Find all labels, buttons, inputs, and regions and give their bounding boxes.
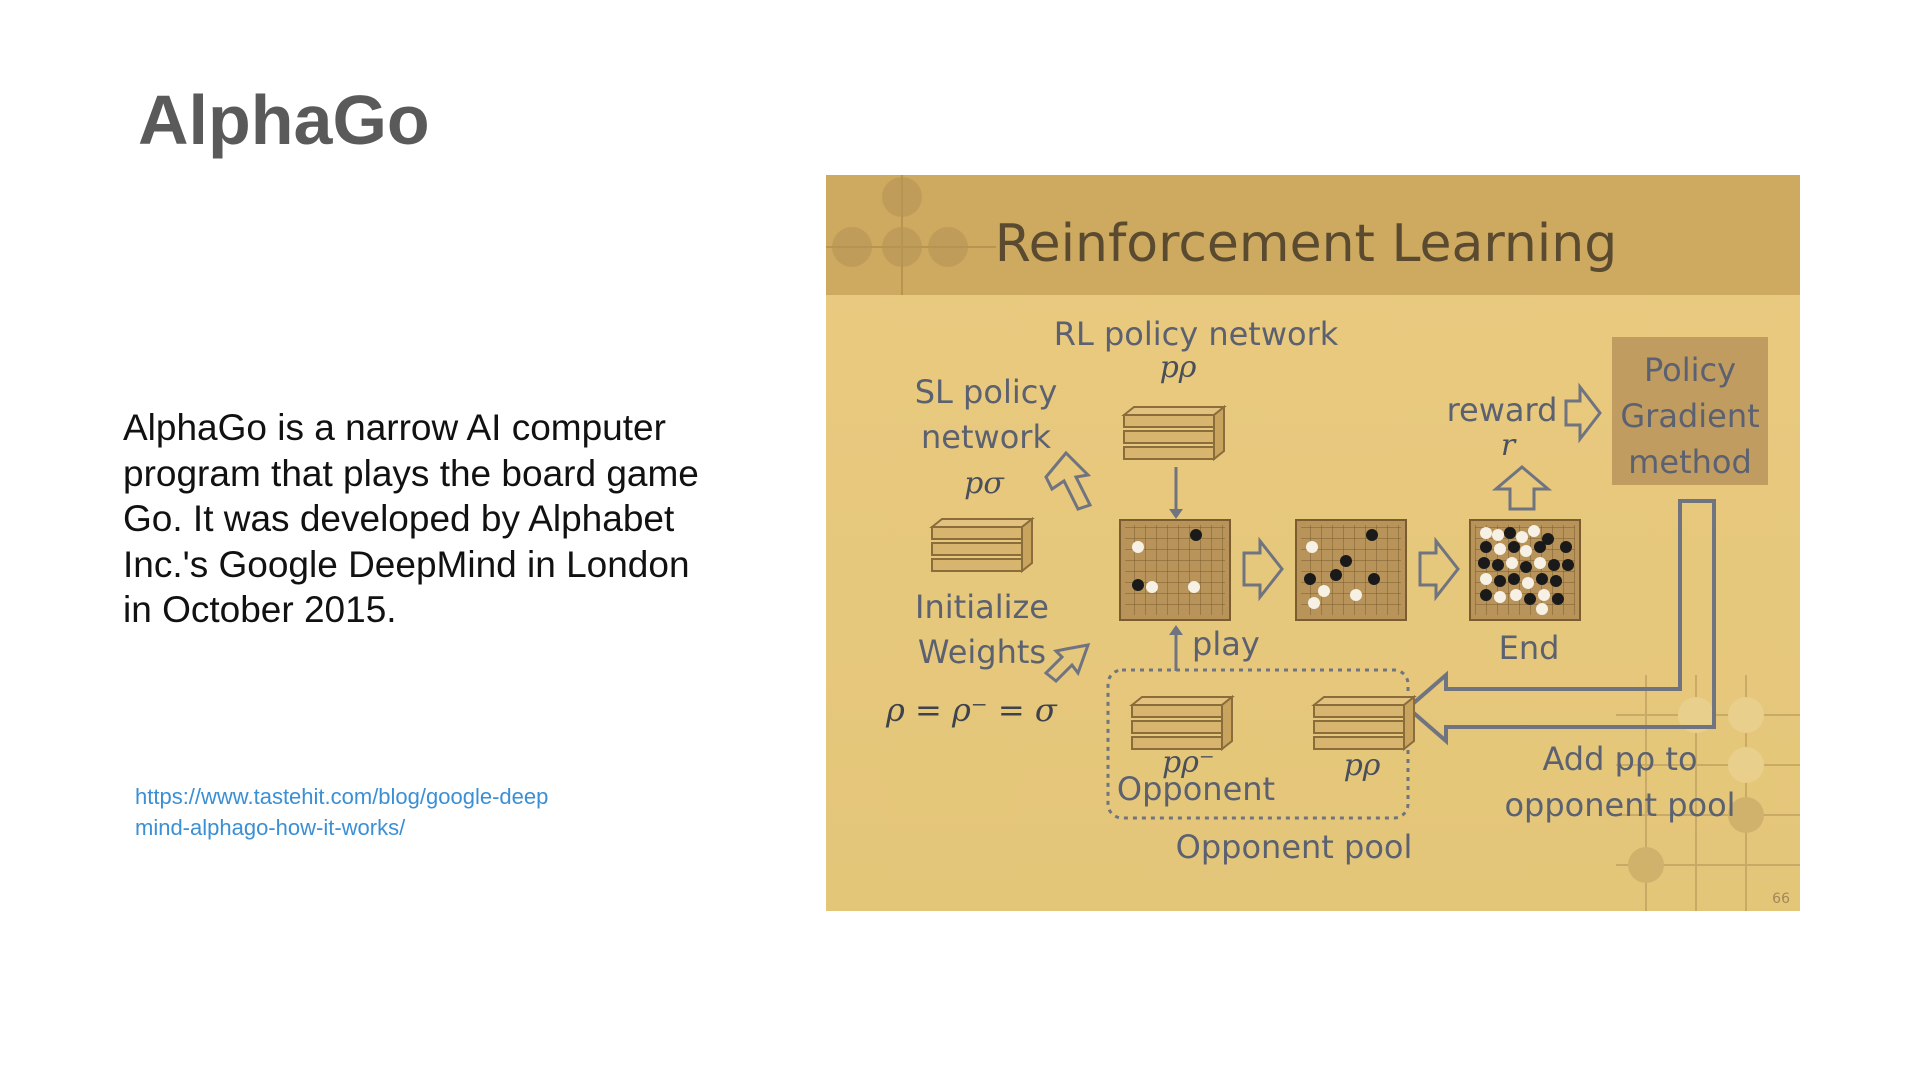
policy-gradient-box: [1612, 337, 1768, 485]
rl-diagram: Reinforcement Learning RL policy network…: [826, 175, 1800, 911]
decorative-stones-icon: [826, 175, 996, 295]
figure-header-band: [826, 175, 1800, 295]
opponent-symbol: pρ⁻: [1162, 745, 1215, 780]
figure-header: Reinforcement Learning: [995, 214, 1617, 274]
go-board-end: [1469, 519, 1581, 621]
play-label: play: [1192, 625, 1260, 663]
init-weights-line2: Weights: [918, 633, 1046, 671]
sl-policy-symbol: pσ: [964, 466, 1005, 501]
opponent-pool-label: Opponent pool: [1176, 828, 1413, 866]
opponent-stack-icon: [1131, 696, 1233, 750]
add-to-pool-line2: opponent pool: [1504, 786, 1735, 824]
init-weights-line1: Initialize: [915, 588, 1049, 626]
decorative-grid-icon: [1616, 675, 1800, 911]
rl-policy-label: RL policy network: [1054, 315, 1339, 353]
sl-to-rl-arrow-icon: [1044, 450, 1093, 511]
rl-policy-symbol: pρ: [1160, 350, 1197, 385]
pool-member-stack-icon: [1313, 696, 1415, 750]
weight-equation: ρ = ρ⁻ = σ: [885, 691, 1058, 729]
opponent-label: Opponent: [1117, 770, 1275, 808]
source-link[interactable]: https://www.tastehit.com/blog/google-dee…: [135, 784, 549, 840]
update-arrow-icon: [1404, 499, 1716, 746]
policy-gradient-line1: Policy: [1644, 351, 1736, 389]
reward-right-arrow-icon: [1564, 382, 1602, 444]
go-board-mid: [1295, 519, 1407, 621]
init-arrow-icon: [1043, 643, 1091, 684]
policy-gradient-line2: Gradient: [1620, 397, 1759, 435]
right-arrow-icon: [1242, 536, 1284, 602]
reward-up-arrow-icon: [1491, 465, 1553, 511]
body-paragraph: AlphaGo is a narrow AI computer program …: [123, 407, 699, 630]
add-to-pool-line1: Add pρ to: [1542, 740, 1697, 778]
pool-member-symbol: pρ: [1344, 748, 1381, 783]
sl-network-stack-icon: [931, 518, 1033, 572]
right-arrow-icon-2: [1418, 536, 1460, 602]
reward-symbol: r: [1501, 428, 1517, 463]
reward-label: reward: [1447, 391, 1558, 429]
rl-network-stack-icon: [1123, 406, 1225, 460]
page-number: 66: [1772, 891, 1790, 907]
sl-policy-label-line2: network: [921, 418, 1051, 456]
end-label: End: [1499, 629, 1560, 667]
sl-policy-label-line1: SL policy: [915, 373, 1058, 411]
policy-gradient-line3: method: [1628, 443, 1752, 481]
page-title: AlphaGo: [138, 81, 430, 159]
go-board-start: [1119, 519, 1231, 621]
